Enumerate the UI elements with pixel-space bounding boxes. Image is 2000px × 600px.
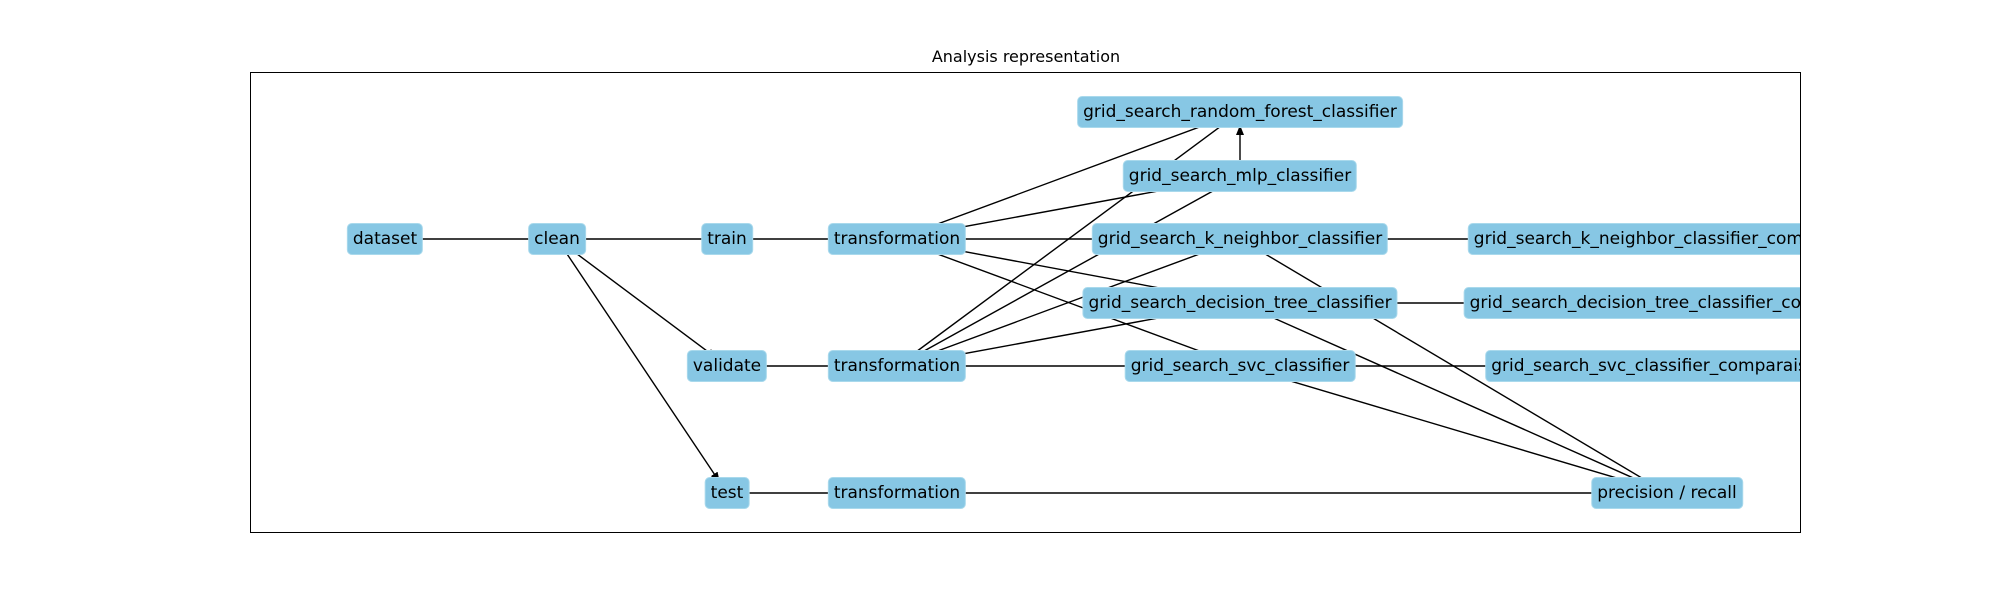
- node-grid-search-decision-tree[interactable]: grid_search_decision_tree_classifier: [1082, 287, 1398, 319]
- node-svc-comparison[interactable]: grid_search_svc_classifier_comparais: [1485, 350, 1800, 382]
- node-k-neighbor-comparison[interactable]: grid_search_k_neighbor_classifier_compa: [1467, 223, 1800, 255]
- edge-transformation_validate-to-grid_search_k_neighbor_classifier: [896, 238, 1241, 367]
- node-dataset[interactable]: dataset: [346, 223, 424, 255]
- node-transformation-train[interactable]: transformation: [827, 223, 967, 255]
- edge-clean-to-validate: [556, 238, 717, 359]
- node-train[interactable]: train: [701, 223, 753, 255]
- edge-grid_search_svc_classifier-to-precision_recall: [1239, 365, 1668, 494]
- diagram-frame: dataset clean train validate test transf…: [250, 72, 1801, 533]
- node-grid-search-k-neighbor[interactable]: grid_search_k_neighbor_classifier: [1091, 223, 1389, 255]
- node-grid-search-mlp[interactable]: grid_search_mlp_classifier: [1122, 160, 1358, 192]
- edge-grid_search_k_neighbor_classifier-to-precision_recall: [1239, 238, 1668, 494]
- node-grid-search-svc[interactable]: grid_search_svc_classifier: [1124, 350, 1356, 382]
- node-test[interactable]: test: [704, 477, 750, 509]
- node-precision-recall[interactable]: precision / recall: [1591, 477, 1743, 509]
- node-validate[interactable]: validate: [686, 350, 768, 382]
- node-transformation-validate[interactable]: transformation: [827, 350, 967, 382]
- edge-transformation_validate-to-grid_search_mlp_classifier: [896, 175, 1241, 367]
- edge-transformation_validate-to-grid_search_random_forest_classifier: [896, 111, 1241, 367]
- diagram-title: Analysis representation: [931, 47, 1121, 66]
- node-grid-search-random-forest[interactable]: grid_search_random_forest_classifier: [1077, 96, 1403, 128]
- node-clean[interactable]: clean: [528, 223, 586, 255]
- edge-clean-to-test: [556, 238, 720, 483]
- node-decision-tree-comparison[interactable]: grid_search_decision_tree_classifier_com…: [1463, 287, 1800, 319]
- node-transformation-test[interactable]: transformation: [827, 477, 967, 509]
- edge-grid_search_decision_tree_classifier-to-precision_recall: [1239, 302, 1668, 494]
- edge-transformation_train-to-grid_search_random_forest_classifier: [896, 111, 1241, 240]
